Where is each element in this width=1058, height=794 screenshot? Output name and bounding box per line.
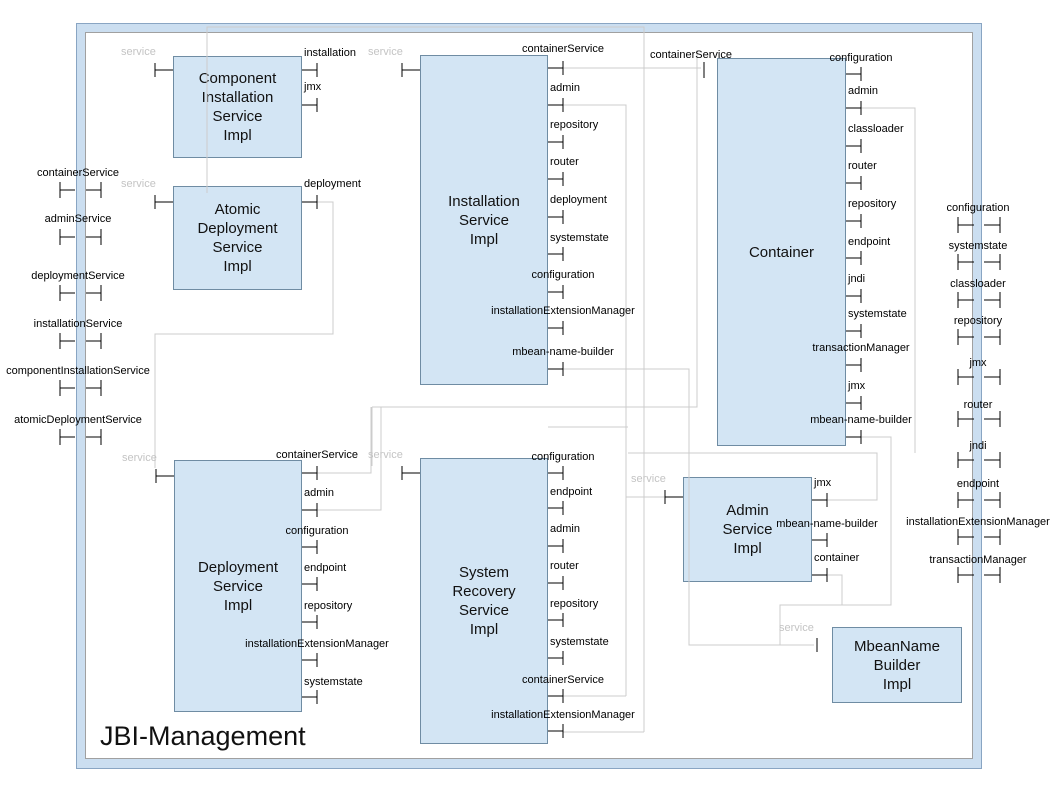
component-name: MbeanName Builder Impl (854, 637, 940, 693)
diagram-title: JBI-Management (100, 721, 306, 751)
component-mbeanname-builder-impl[interactable]: MbeanName Builder Impl (832, 627, 962, 703)
component-system-recovery-service-impl[interactable]: System Recovery Service Impl (420, 458, 548, 744)
component-atomic-deployment-service-impl[interactable]: Atomic Deployment Service Impl (173, 186, 302, 290)
component-name: Deployment Service Impl (197, 558, 279, 614)
component-admin-service-impl[interactable]: Admin Service Impl (683, 477, 812, 582)
component-name: Admin Service Impl (722, 502, 773, 557)
component-name: Installation Service Impl (448, 192, 520, 248)
component-name: Container (748, 243, 815, 261)
component-name: Component Installation Service Impl (198, 70, 277, 144)
component-name: Atomic Deployment Service Impl (197, 201, 278, 275)
component-installation-service-impl[interactable]: Installation Service Impl (420, 55, 548, 385)
component-name: System Recovery Service Impl (452, 564, 516, 638)
component-deployment-service-impl[interactable]: Deployment Service Impl (174, 460, 302, 712)
component-container[interactable]: Container (717, 58, 846, 446)
component-component-installation-service-impl[interactable]: Component Installation Service Impl (173, 56, 302, 158)
